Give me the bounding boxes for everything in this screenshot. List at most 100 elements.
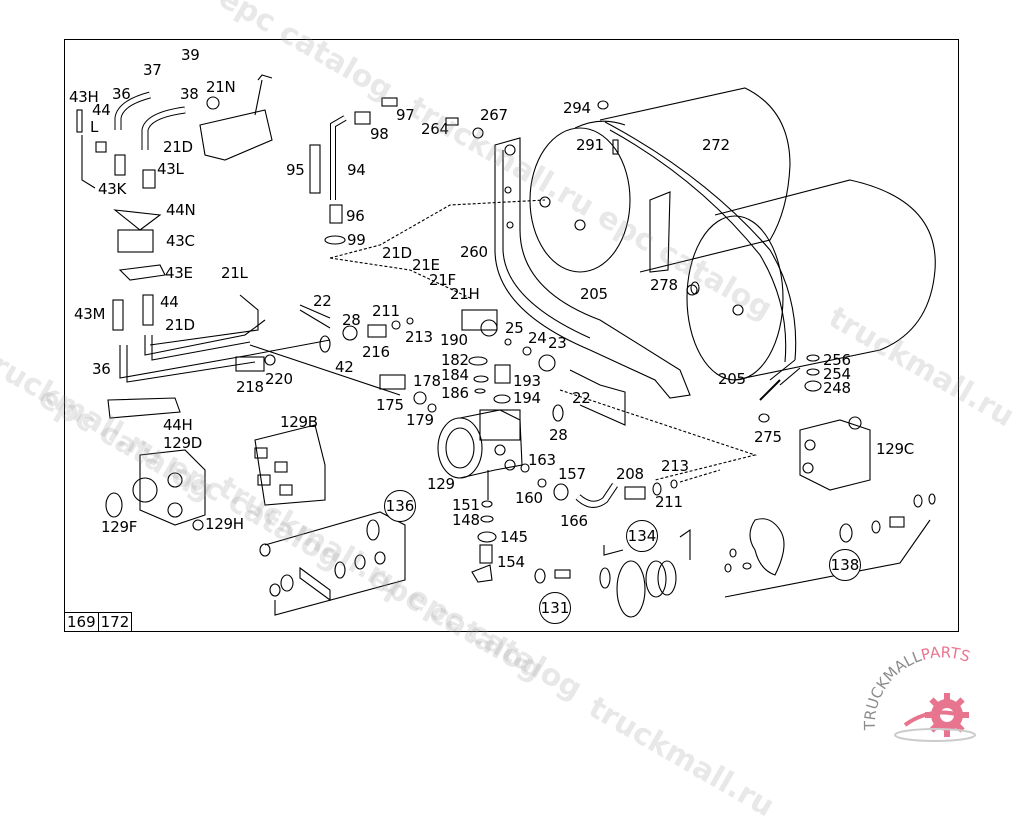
part-label-44[interactable]: 44 — [160, 293, 179, 311]
parts-exploded-view — [76, 74, 936, 618]
part-label-23[interactable]: 23 — [548, 334, 567, 352]
part-label-186[interactable]: 186 — [441, 384, 469, 402]
part-label-248[interactable]: 248 — [823, 379, 851, 397]
part-label-184[interactable]: 184 — [441, 366, 469, 384]
truckmall-parts-logo: TRUCKMALLPARTS — [861, 645, 976, 742]
part-label-208[interactable]: 208 — [616, 465, 644, 483]
part-label-22[interactable]: 22 — [313, 292, 332, 310]
part-label-129h[interactable]: 129H — [205, 515, 244, 533]
part-label-145[interactable]: 145 — [500, 528, 528, 546]
part-label-129b[interactable]: 129B — [280, 413, 318, 431]
part-label-160[interactable]: 160 — [515, 489, 543, 507]
part-label-36[interactable]: 36 — [92, 360, 111, 378]
part-label-151[interactable]: 151 — [452, 496, 480, 514]
part-label-193[interactable]: 193 — [513, 372, 541, 390]
part-label-278[interactable]: 278 — [650, 276, 678, 294]
part-label-275[interactable]: 275 — [754, 428, 782, 446]
part-label-211[interactable]: 211 — [372, 302, 400, 320]
part-label-43e[interactable]: 43E — [165, 264, 193, 282]
part-label-194[interactable]: 194 — [513, 389, 541, 407]
part-label-28[interactable]: 28 — [342, 311, 361, 329]
part-label-21e[interactable]: 21E — [412, 256, 440, 274]
kit-label-138[interactable]: 138 — [829, 549, 861, 581]
part-label-182[interactable]: 182 — [441, 351, 469, 369]
part-label-291[interactable]: 291 — [576, 136, 604, 154]
part-label-94[interactable]: 94 — [347, 161, 366, 179]
part-label-22[interactable]: 22 — [572, 389, 591, 407]
part-label-148[interactable]: 148 — [452, 511, 480, 529]
part-label-97[interactable]: 97 — [396, 106, 415, 124]
air-tank-front — [686, 179, 936, 381]
part-label-216[interactable]: 216 — [362, 343, 390, 361]
part-label-44[interactable]: 44 — [92, 101, 111, 119]
part-label-36[interactable]: 36 — [112, 85, 131, 103]
part-label-44h[interactable]: 44H — [163, 416, 193, 434]
part-label-264[interactable]: 264 — [421, 120, 449, 138]
part-label-157[interactable]: 157 — [558, 465, 586, 483]
kit-138 — [724, 493, 936, 598]
part-label-44n[interactable]: 44N — [166, 201, 196, 219]
part-label-163[interactable]: 163 — [528, 451, 556, 469]
part-label-43l[interactable]: 43L — [157, 160, 184, 178]
part-label-175[interactable]: 175 — [376, 396, 404, 414]
part-label-190[interactable]: 190 — [440, 331, 468, 349]
kit-label-136[interactable]: 136 — [384, 490, 416, 522]
part-label-l[interactable]: L — [90, 118, 99, 136]
part-label-42[interactable]: 42 — [335, 358, 354, 376]
part-label-179[interactable]: 179 — [406, 411, 434, 429]
part-label-166[interactable]: 166 — [560, 512, 588, 530]
part-label-21d[interactable]: 21D — [165, 316, 195, 334]
part-label-205[interactable]: 205 — [718, 370, 746, 388]
part-label-43h[interactable]: 43H — [69, 88, 99, 106]
tank-strap — [604, 121, 801, 401]
hoses-left — [114, 91, 331, 383]
kit-label-131[interactable]: 131 — [539, 592, 571, 624]
page-ref-2[interactable]: 172 — [97, 612, 133, 632]
part-label-267[interactable]: 267 — [480, 106, 508, 124]
part-label-39[interactable]: 39 — [181, 46, 200, 64]
part-label-260[interactable]: 260 — [460, 243, 488, 261]
tank-fittings — [445, 100, 822, 423]
part-label-96[interactable]: 96 — [346, 207, 365, 225]
part-label-272[interactable]: 272 — [702, 136, 730, 154]
part-label-21h[interactable]: 21H — [450, 285, 480, 303]
part-label-129[interactable]: 129 — [427, 475, 455, 493]
part-label-129d[interactable]: 129D — [163, 434, 202, 452]
part-label-178[interactable]: 178 — [413, 372, 441, 390]
compressor-129 — [437, 409, 523, 583]
tank-bracket — [494, 137, 691, 399]
part-label-21l[interactable]: 21L — [221, 264, 248, 282]
kit-label-134[interactable]: 134 — [626, 520, 658, 552]
part-label-154[interactable]: 154 — [497, 553, 525, 571]
part-label-213[interactable]: 213 — [405, 328, 433, 346]
part-label-218[interactable]: 218 — [236, 378, 264, 396]
part-label-95[interactable]: 95 — [286, 161, 305, 179]
part-label-21f[interactable]: 21F — [429, 271, 456, 289]
part-label-213[interactable]: 213 — [661, 457, 689, 475]
pipe-95-94 — [309, 97, 398, 245]
part-label-21n[interactable]: 21N — [206, 78, 236, 96]
page-ref-1[interactable]: 169 — [64, 612, 99, 632]
part-label-99[interactable]: 99 — [347, 231, 366, 249]
part-label-37[interactable]: 37 — [143, 61, 162, 79]
part-label-25[interactable]: 25 — [505, 319, 524, 337]
part-label-129f[interactable]: 129F — [101, 518, 138, 536]
part-label-205[interactable]: 205 — [580, 285, 608, 303]
part-label-256[interactable]: 256 — [823, 351, 851, 369]
part-label-129c[interactable]: 129C — [876, 440, 914, 458]
part-label-254[interactable]: 254 — [823, 365, 851, 383]
part-label-211[interactable]: 211 — [655, 493, 683, 511]
part-label-98[interactable]: 98 — [370, 125, 389, 143]
part-label-21d[interactable]: 21D — [163, 138, 193, 156]
part-label-28[interactable]: 28 — [549, 426, 568, 444]
part-label-294[interactable]: 294 — [563, 99, 591, 117]
part-label-43m[interactable]: 43M — [74, 305, 106, 323]
part-label-220[interactable]: 220 — [265, 370, 293, 388]
part-label-24[interactable]: 24 — [528, 329, 547, 347]
part-label-43k[interactable]: 43K — [98, 180, 127, 198]
part-label-21d[interactable]: 21D — [382, 244, 412, 262]
air-tank-rear — [529, 87, 791, 273]
part-label-38[interactable]: 38 — [180, 85, 199, 103]
part-label-43c[interactable]: 43C — [166, 232, 195, 250]
small-fittings-left — [76, 109, 181, 419]
